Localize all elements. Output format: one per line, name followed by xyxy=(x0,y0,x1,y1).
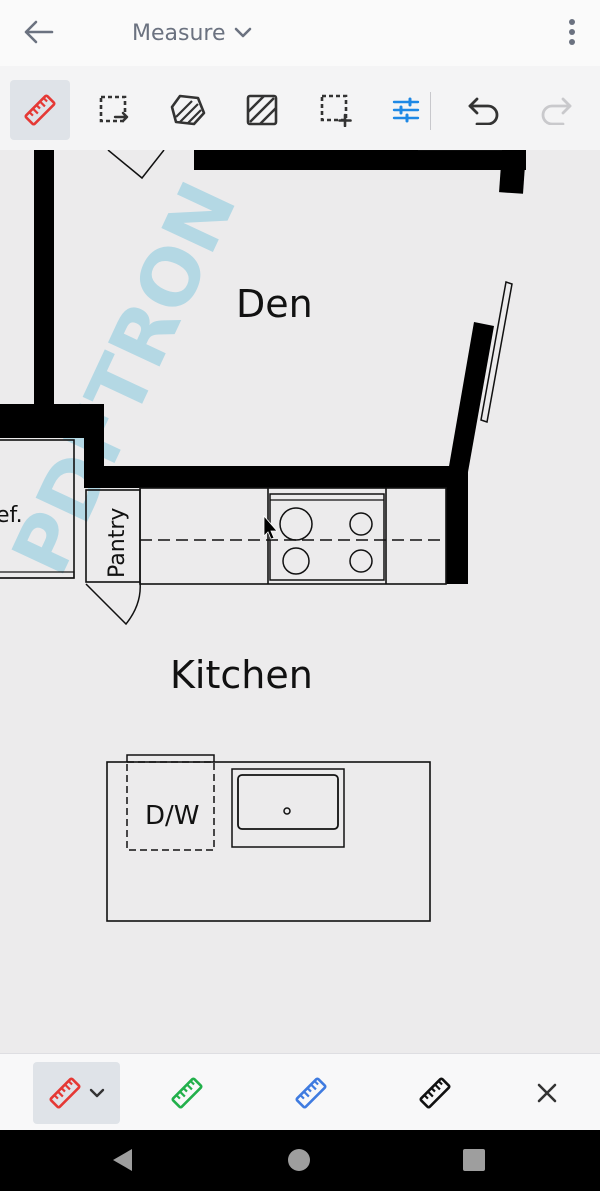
redo-button[interactable] xyxy=(526,80,586,140)
wall-top xyxy=(194,150,526,170)
wall-top-post xyxy=(499,164,525,194)
undo-button[interactable] xyxy=(454,80,514,140)
door-swing-top xyxy=(107,150,165,180)
stove xyxy=(269,493,385,581)
tool-presets-bar xyxy=(0,1053,600,1131)
document-canvas[interactable]: PDFTRON ef. Pantry xyxy=(0,150,600,1053)
close-icon xyxy=(537,1083,557,1103)
ruler-icon xyxy=(419,1077,451,1109)
undo-icon xyxy=(468,97,499,125)
nav-home-button[interactable] xyxy=(279,1142,319,1178)
app-bar: Measure xyxy=(0,0,600,66)
annotation-toolbar xyxy=(0,66,600,151)
pantry-door-swing xyxy=(85,581,141,626)
mouse-cursor xyxy=(263,514,278,540)
perimeter-tool-button[interactable] xyxy=(84,80,144,140)
ruler-tool-button[interactable] xyxy=(10,80,70,140)
hatched-rect-icon xyxy=(246,94,278,126)
dashed-rect-plus-icon xyxy=(320,94,352,127)
ruler-icon xyxy=(24,94,56,126)
window-slanted xyxy=(480,281,513,423)
den-label: Den xyxy=(236,282,313,326)
more-options-button[interactable] xyxy=(558,14,586,50)
wall-mid-left-post xyxy=(84,404,104,484)
counter-run xyxy=(139,487,447,585)
page-title: Measure xyxy=(132,20,226,46)
rect-area-tool-button[interactable] xyxy=(232,80,292,140)
ruler-icon xyxy=(171,1077,203,1109)
style-settings-button[interactable] xyxy=(376,80,436,140)
nav-recents-button[interactable] xyxy=(454,1142,494,1178)
ruler-icon xyxy=(295,1077,327,1109)
nav-back-icon xyxy=(113,1149,132,1171)
kitchen-island xyxy=(106,761,431,922)
dashed-rect-arrow-icon xyxy=(99,95,129,123)
add-selection-tool-button[interactable] xyxy=(306,80,366,140)
toolbar-divider xyxy=(430,92,431,130)
more-vert-icon xyxy=(569,19,575,45)
ruler-icon xyxy=(48,1077,81,1109)
redo-icon xyxy=(541,97,572,125)
dishwasher-label: D/W xyxy=(145,801,200,831)
back-button[interactable] xyxy=(18,14,58,50)
wall-kitchen-top xyxy=(84,466,468,488)
tool-mode-dropdown[interactable]: Measure xyxy=(132,16,252,50)
preset-red-ruler[interactable] xyxy=(33,1062,120,1124)
close-presets-button[interactable] xyxy=(520,1062,574,1124)
chevron-down-icon xyxy=(89,1088,104,1098)
system-nav-bar xyxy=(0,1130,600,1191)
wall-kitchen-right xyxy=(446,466,468,584)
nav-recents-icon xyxy=(463,1149,485,1171)
sliders-icon xyxy=(392,97,420,123)
preset-green-ruler[interactable] xyxy=(156,1062,218,1124)
chevron-down-icon xyxy=(234,27,251,38)
ref-label: ef. xyxy=(0,503,23,528)
preset-blue-ruler[interactable] xyxy=(280,1062,342,1124)
wall-left xyxy=(34,150,54,420)
wall-slanted-right xyxy=(448,322,494,472)
nav-home-icon xyxy=(288,1149,310,1171)
sink xyxy=(231,768,345,848)
pantry-label: Pantry xyxy=(105,508,130,578)
kitchen-label: Kitchen xyxy=(170,653,313,697)
preset-black-ruler[interactable] xyxy=(404,1062,466,1124)
nav-back-button[interactable] xyxy=(102,1142,142,1178)
polygon-area-icon xyxy=(170,94,206,126)
polygon-area-tool-button[interactable] xyxy=(158,80,218,140)
back-arrow-icon xyxy=(24,20,54,44)
